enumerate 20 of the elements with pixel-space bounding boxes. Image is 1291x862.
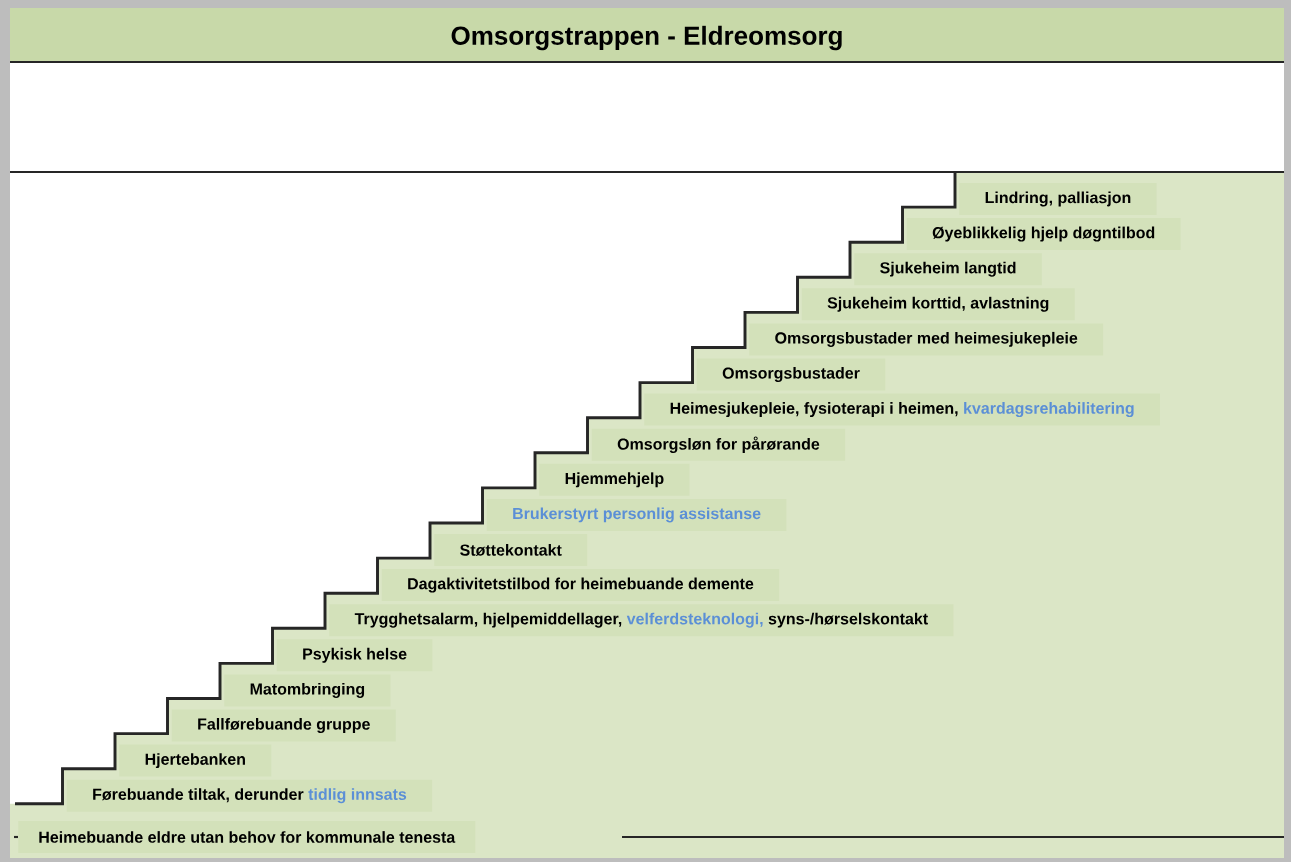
step-box: Øyeblikkelig hjelp døgntilbod: [906, 218, 1181, 251]
title: Omsorgstrappen - Eldreomsorg: [451, 25, 842, 51]
step-box: Sjukeheim korttid, avlastning: [801, 288, 1075, 321]
step-box: Matombringing: [224, 674, 391, 707]
step-box: Heimesjukepleie, fysioterapi i heimen, kvardagsrehabilitering: [644, 393, 1160, 426]
step-box: Dagaktivitetstilbod for heimebuande demente: [381, 569, 780, 602]
step-box: Omsorgsbustader: [696, 358, 886, 391]
step-box: Førebuande tiltak, derunder tidlig innsats: [66, 779, 433, 812]
step-box: Psykisk helse: [276, 639, 433, 672]
step-box: Hjertebanken: [119, 744, 272, 777]
step-box: Lindring, palliasjon: [959, 183, 1157, 215]
step-box: Heimebuande eldre utan behov for kommunale tenesta: [18, 821, 476, 853]
step-box: Støttekontakt: [434, 534, 588, 566]
step-box: Trygghetsalarm, hjelpemiddellager, velferdsteknologi, syns-/hørselskontakt: [329, 604, 954, 637]
step-box: Hjemmehjelp: [539, 463, 690, 496]
step-box: Sjukeheim langtid: [854, 253, 1042, 286]
step-box: Omsorgsbustader med heimesjukepleie: [749, 323, 1104, 356]
step-box: Brukerstyrt personlig assistanse: [486, 498, 787, 531]
step-box: Omsorgsløn for pårørande: [591, 428, 846, 461]
step-box: Fallførebuande gruppe: [171, 709, 396, 742]
